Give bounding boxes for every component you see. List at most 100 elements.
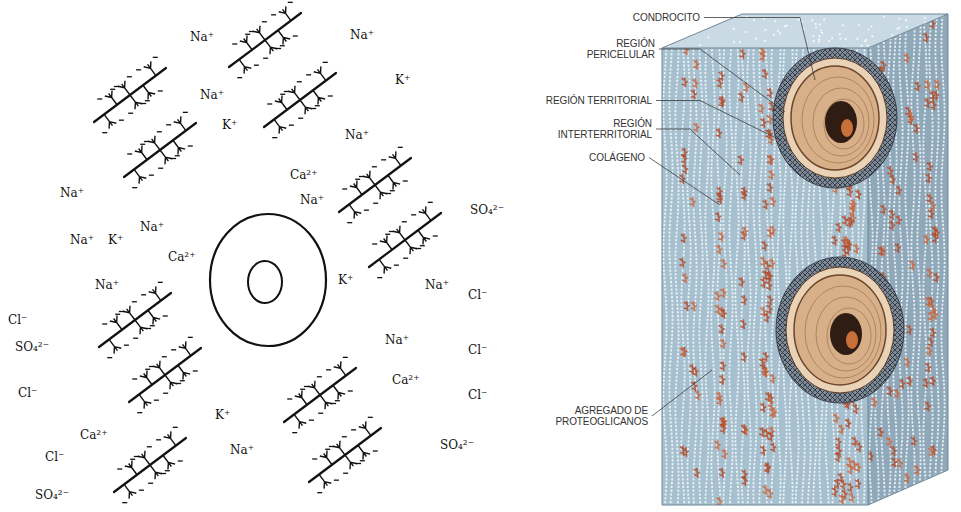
proteoglycan [927, 491, 933, 501]
ion-schematic [94, 2, 441, 502]
core-protein [229, 13, 301, 67]
fibre-end [745, 31, 747, 33]
proteoglycan [741, 424, 747, 434]
negative-charge [133, 338, 138, 339]
proteoglycan [714, 291, 720, 301]
negative-charge [163, 315, 168, 316]
proteoglycan [719, 468, 725, 478]
proteoglycan [770, 226, 776, 236]
cytoplasm-contour [813, 88, 869, 156]
negative-charge [115, 314, 120, 315]
proteoglycan [834, 479, 840, 489]
glycosaminoglycan-chain [150, 465, 162, 479]
ion-label: Na⁺ [70, 233, 94, 247]
proteoglycan [924, 80, 930, 90]
negative-charge [288, 2, 293, 3]
negative-charge [188, 337, 193, 338]
ion-label: Na⁺ [200, 88, 224, 102]
glycosaminoglycan-chain [118, 81, 130, 95]
fibre-end [764, 40, 766, 42]
pericellular-matrix [786, 267, 894, 393]
fibre-end [733, 28, 735, 30]
fibre-end [885, 41, 887, 43]
glycosaminoglycan-chain [294, 414, 306, 428]
negative-charge [326, 369, 331, 370]
collagen-fibre [723, 0, 726, 512]
ion-label: Cl⁻ [468, 288, 487, 302]
proteoglycan [759, 51, 765, 61]
proteoglycan [887, 166, 893, 176]
upper-chondrocyte [773, 48, 897, 188]
glycosaminoglycan-chain [275, 96, 287, 110]
ion-label: Na⁺ [60, 186, 84, 200]
negative-charge [420, 245, 425, 246]
proteoglycan [720, 288, 726, 298]
proteoglycan [889, 210, 895, 220]
core-protein [94, 68, 166, 122]
proteoglycan [690, 197, 696, 207]
proteoglycan [762, 241, 768, 251]
proteoglycan [682, 77, 688, 87]
proteoglycan [927, 162, 933, 172]
negative-charge [148, 483, 153, 484]
collagen-fibre [905, 0, 908, 512]
proteoglycan [718, 232, 724, 242]
negative-charge [127, 153, 132, 154]
fibre-end [753, 19, 755, 21]
negative-charge [132, 378, 137, 379]
proteoglycan [897, 459, 903, 469]
proteoglycan [767, 183, 773, 193]
proteoglycan [847, 187, 853, 197]
glycosaminoglycan-chain [138, 451, 150, 465]
collagen-fibre [893, 0, 896, 512]
negative-charge [271, 14, 276, 15]
proteoglycan [930, 100, 936, 110]
proteoglycan-aggregate [114, 427, 186, 502]
callout-label: AGREGADO DE PROTEOGLICANOS [543, 405, 648, 427]
collagen-fibre [687, 0, 690, 512]
proteoglycan-aggregate [129, 337, 201, 412]
proteoglycan-aggregate [229, 2, 301, 77]
negative-charge [276, 48, 281, 49]
territorial-matrix [776, 257, 904, 403]
fibre-end [932, 37, 934, 39]
glycosaminoglycan-chain [123, 306, 135, 320]
glycosaminoglycan-chain [308, 381, 320, 395]
fibre-end [812, 40, 814, 42]
proteoglycan-aggregate [309, 417, 381, 492]
core-protein [114, 438, 186, 492]
ion-label: Na⁺ [230, 443, 254, 457]
proteoglycan [839, 494, 845, 504]
negative-charge [311, 108, 316, 109]
proteoglycan [833, 414, 839, 424]
territorial-matrix [773, 48, 897, 188]
fibre-end [665, 34, 667, 36]
ion-label: Na⁺ [140, 220, 164, 234]
proteoglycan [929, 447, 935, 457]
fibre-end [733, 41, 735, 43]
negative-charge [158, 282, 163, 283]
cytoplasm-contour [805, 286, 881, 378]
proteoglycan [925, 297, 931, 307]
core-protein [99, 293, 171, 347]
negative-charge [342, 436, 347, 437]
proteoglycan [738, 92, 744, 102]
glycosaminoglycan-chain [358, 445, 370, 459]
proteoglycan [682, 273, 688, 283]
proteoglycan [720, 339, 726, 349]
proteoglycan [890, 175, 896, 185]
negative-charge [156, 439, 161, 440]
negative-charge [292, 432, 297, 433]
glycosaminoglycan-chain [363, 171, 375, 185]
proteoglycan [743, 82, 749, 92]
proteoglycan [741, 352, 747, 362]
proteoglycan [762, 69, 768, 79]
proteoglycan [923, 378, 929, 388]
negative-charge [128, 113, 133, 114]
fibre-end [943, 41, 945, 43]
glycosaminoglycan-chain [295, 391, 307, 405]
fibre-end [673, 36, 675, 38]
negative-charge [394, 265, 399, 266]
proteoglycan [740, 319, 746, 329]
